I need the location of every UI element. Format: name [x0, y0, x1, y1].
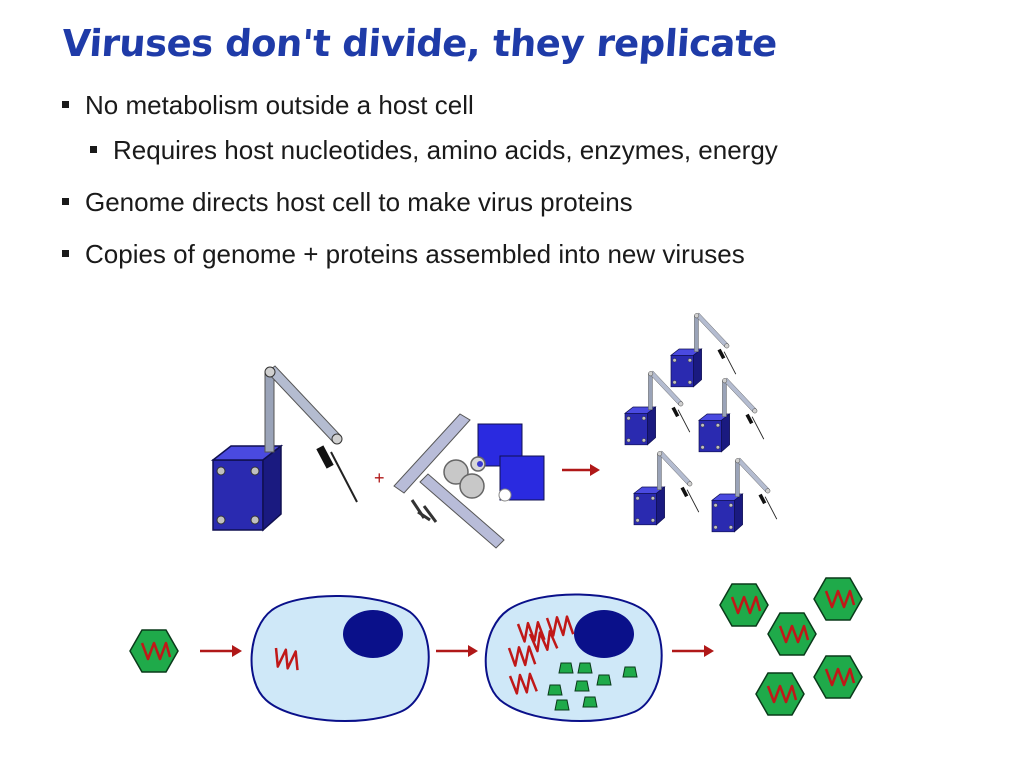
- bullet-1-sub-text: Requires host nucleotides, amino acids, …: [113, 135, 778, 165]
- arrow-icon: [200, 645, 242, 657]
- host-cell-icon: [484, 593, 663, 723]
- arrow-icon: [672, 645, 714, 657]
- bullet-3: Copies of genome + proteins assembled in…: [62, 239, 745, 270]
- virus-icon: [812, 576, 864, 622]
- parts-pile-icon: [393, 413, 545, 549]
- bullet-square-icon: [62, 250, 69, 257]
- virus-icon: [766, 611, 818, 657]
- robot-arm-icon: [670, 312, 737, 388]
- virus-icon: [128, 628, 180, 674]
- bullet-2: Genome directs host cell to make virus p…: [62, 187, 633, 218]
- bullet-square-icon: [90, 146, 97, 153]
- bullet-3-text: Copies of genome + proteins assembled in…: [85, 239, 745, 269]
- bullet-1-sub: Requires host nucleotides, amino acids, …: [90, 135, 778, 166]
- virus-icon: [812, 654, 864, 700]
- plus-sign: +: [374, 468, 385, 488]
- bullet-1-text: No metabolism outside a host cell: [85, 90, 474, 120]
- bullet-square-icon: [62, 101, 69, 108]
- bullet-2-text: Genome directs host cell to make virus p…: [85, 187, 633, 217]
- arrow-icon: [436, 645, 478, 657]
- virus-icon: [718, 582, 770, 628]
- bullet-1: No metabolism outside a host cell: [62, 90, 474, 121]
- arrow-icon: [562, 464, 600, 476]
- robot-arm-icon: [633, 450, 700, 526]
- robot-arm-icon: [711, 457, 778, 533]
- bullet-square-icon: [62, 198, 69, 205]
- host-cell-icon: [250, 594, 430, 723]
- robot-arm-icon: [698, 377, 765, 453]
- virus-icon: [754, 671, 806, 717]
- robot-arm-icon: [212, 365, 358, 531]
